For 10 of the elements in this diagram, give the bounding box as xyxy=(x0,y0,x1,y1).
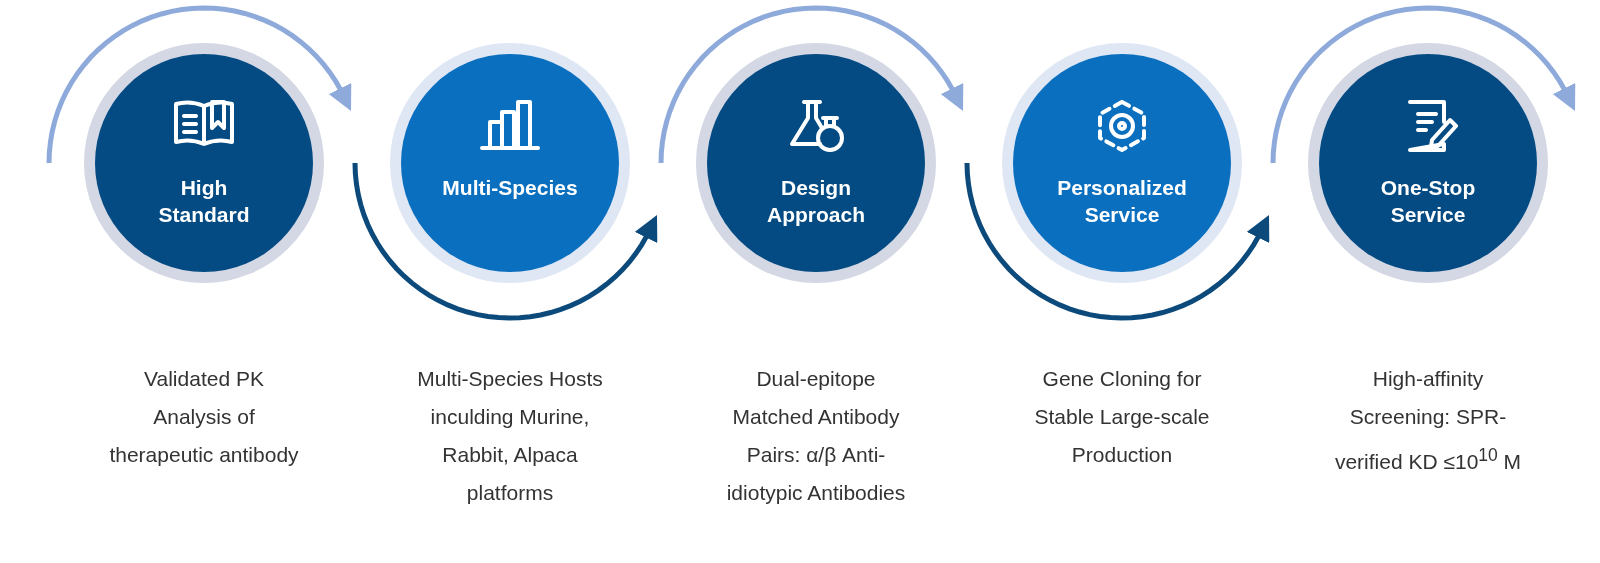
feature-description: Validated PK Analysis of therapeutic antibody xyxy=(108,366,300,468)
feature-description: Multi-Species Hosts inculding Murine, Rabbit, Alpaca platforms xyxy=(416,366,604,506)
feature-description: Gene Cloning for Stable Large-scale Production xyxy=(1033,366,1211,468)
feature-title: Design Approach xyxy=(766,175,866,228)
feature-title: Multi-Species xyxy=(441,175,579,201)
feature-title: Personalized Service xyxy=(1056,175,1188,228)
feature-description: Dual-epitope Matched Antibody Pairs: α/β Anti-idiotypic Antibodies xyxy=(725,366,907,506)
feature-description: High-affinity Screening: SPR-verified KD ≤10$^{10}$ M xyxy=(1333,366,1523,475)
feature-title: One-Stop Service xyxy=(1379,175,1477,228)
feature-title: High Standard xyxy=(157,175,251,228)
